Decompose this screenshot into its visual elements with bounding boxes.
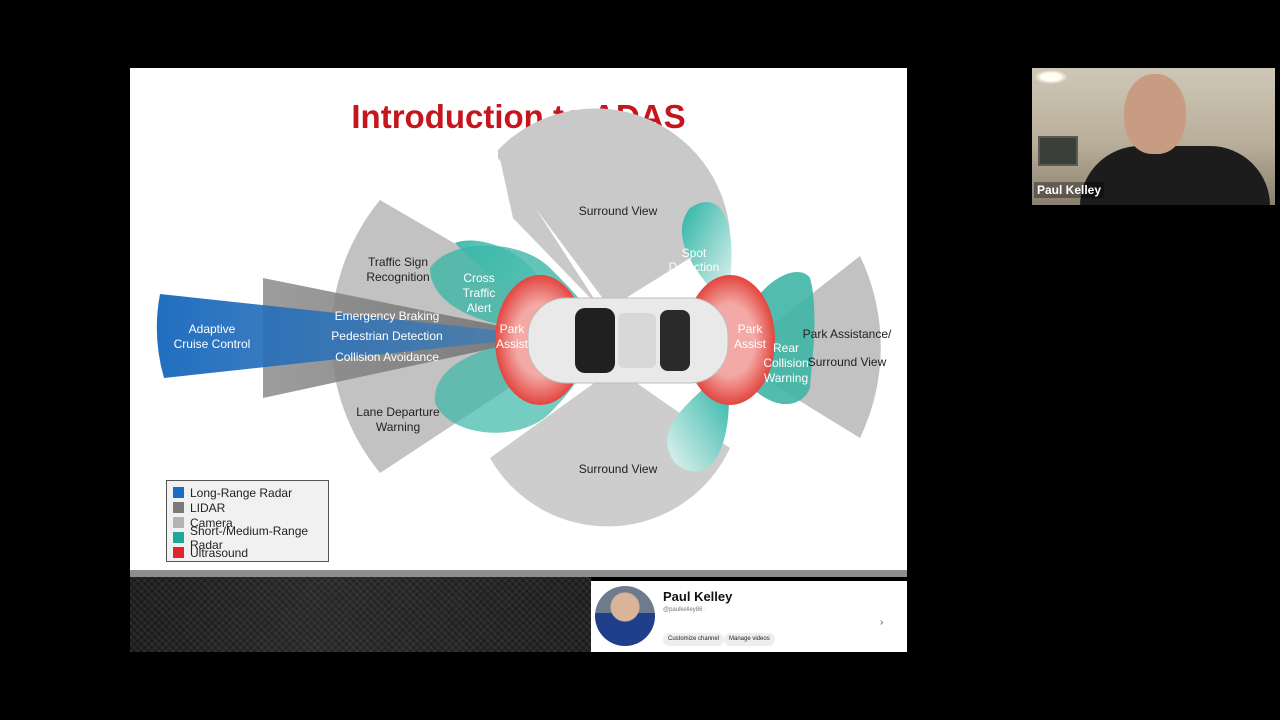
label-park-assist-rear-2: Assist	[734, 337, 767, 351]
legend-item-lidar: LIDAR	[173, 500, 322, 515]
avatar[interactable]	[595, 586, 655, 646]
label-cross-traffic-2: Traffic	[463, 286, 496, 300]
label-traffic-sign-1: Traffic Sign	[368, 255, 428, 269]
customize-channel-button[interactable]: Customize channel	[663, 633, 725, 646]
label-park-assist-front-1: Park	[500, 322, 526, 336]
legend-label: LIDAR	[190, 500, 226, 515]
label-lane-departure-1: Lane Departure	[356, 405, 440, 419]
adas-sensor-diagram: Adaptive Cruise Control Traffic Sign Rec…	[156, 108, 892, 527]
label-collision-avoidance: Collision Avoidance	[335, 350, 439, 364]
label-traffic-sign-2: Recognition	[366, 270, 429, 284]
label-spot-detection-1: Spot	[682, 246, 707, 260]
long-range-radar-beam	[156, 294, 551, 378]
legend-label: Short-/Medium-Range Radar	[190, 523, 309, 552]
diagram-labels: Adaptive Cruise Control Traffic Sign Rec…	[174, 204, 892, 476]
label-park-assistance-2: Surround View	[808, 355, 887, 369]
legend-swatch	[173, 547, 184, 558]
label-cross-traffic-1: Cross	[463, 271, 494, 285]
legend-swatch	[173, 487, 184, 498]
slide-bottom-bar	[130, 570, 907, 577]
label-adaptive-cruise-1: Adaptive	[189, 322, 236, 336]
legend-label: Ultrasound	[190, 545, 249, 560]
channel-handle: @paulkelley86 ·	[663, 607, 707, 613]
ceiling-light	[1034, 70, 1068, 84]
sensor-legend: Long-Range Radar LIDAR Camera Short-/Med…	[166, 480, 329, 562]
legend-item-long-range-radar: Long-Range Radar	[173, 485, 322, 500]
legend-swatch	[173, 532, 184, 543]
legend-item-camera: Camera	[173, 515, 322, 530]
participant-name-label: Paul Kelley	[1034, 182, 1105, 198]
channel-name[interactable]: Paul Kelley	[663, 589, 733, 604]
surround-view-top-region	[498, 108, 730, 308]
legend-label: Camera	[190, 515, 233, 530]
label-rear-collision-3: Warning	[764, 371, 808, 385]
label-spot-detection-2: Detection	[669, 260, 720, 274]
manage-videos-button[interactable]: Manage videos	[724, 633, 775, 646]
presentation-slide: Introduction to ADAS	[130, 68, 907, 570]
legend-swatch	[173, 517, 184, 528]
webcam-tile: Paul Kelley	[1032, 68, 1275, 205]
label-park-assistance-1: Park Assistance/	[803, 327, 892, 341]
background-texture-strip	[130, 577, 591, 652]
label-surround-view-bottom: Surround View	[579, 462, 658, 476]
wall-picture	[1038, 136, 1078, 166]
legend-swatch	[173, 502, 184, 513]
label-cross-traffic-3: Alert	[467, 301, 492, 315]
legend-item-ultrasound: Ultrasound	[173, 545, 322, 560]
label-park-assist-rear-1: Park	[738, 322, 764, 336]
label-adaptive-cruise-2: Cruise Control	[174, 337, 251, 351]
legend-item-short-medium-radar: Short-/Medium-Range Radar	[173, 524, 322, 552]
spot-detection-lobe-top	[681, 202, 732, 298]
label-lane-departure-2: Warning	[376, 420, 420, 434]
legend-label: Long-Range Radar	[190, 485, 293, 500]
label-rear-collision-1: Rear	[773, 341, 799, 355]
label-surround-view-top: Surround View	[579, 204, 658, 218]
participant-head	[1124, 74, 1186, 154]
label-emergency-braking: Emergency Braking	[335, 309, 440, 323]
label-pedestrian-detection: Pedestrian Detection	[331, 329, 442, 343]
chevron-right-icon[interactable]: ›	[880, 617, 884, 628]
surround-view-bottom-region	[490, 368, 730, 527]
label-rear-collision-2: Collision	[763, 356, 808, 370]
channel-card: Paul Kelley @paulkelley86 · › Customize …	[591, 581, 907, 652]
label-park-assist-front-2: Assist	[496, 337, 529, 351]
participant-body	[1080, 146, 1270, 205]
surround-view-top-left	[498, 150, 600, 308]
car-top-view	[527, 297, 729, 384]
